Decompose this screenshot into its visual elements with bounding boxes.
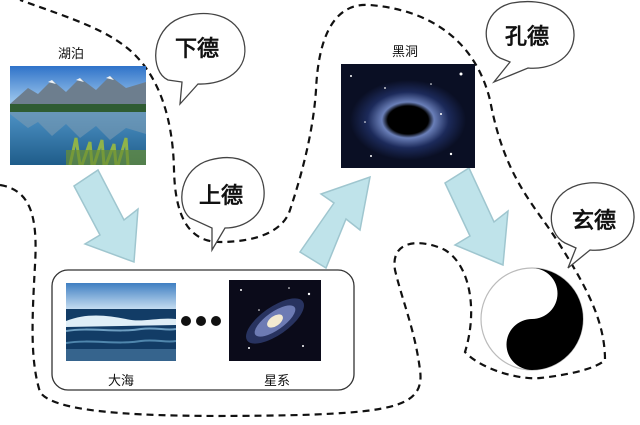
arrow-galaxy-to-blackhole (298, 175, 371, 270)
bubble-shangde-shape (181, 156, 265, 253)
arrow-lake-to-ocean (73, 168, 139, 264)
bubble-kongde-text: 孔德 (505, 25, 550, 50)
blackhole-photo (341, 64, 475, 168)
ocean-photo (66, 283, 176, 361)
dashed-boundary-path (0, 0, 607, 418)
bubble-xuande-shape (550, 182, 635, 269)
bubble-xuande-text: 玄德 (572, 209, 617, 234)
arrow-blackhole-to-yinyang (444, 166, 509, 267)
ellipsis-dot (196, 316, 206, 326)
bubble-kongde-shape (485, 0, 575, 84)
bubble-xiade-shape (155, 12, 246, 106)
blackhole-label: 黑洞 (392, 45, 419, 60)
galaxy-label: 星系 (264, 374, 291, 389)
ocean-label: 大海 (108, 374, 135, 389)
galaxy-photo (229, 280, 321, 361)
lake-photo (10, 66, 146, 165)
ellipsis-dot (181, 316, 191, 326)
ellipsis-dot (211, 316, 221, 326)
bubble-shangde-text: 上德 (199, 184, 244, 209)
yin-yang-icon (480, 267, 584, 371)
lake-label: 湖泊 (58, 47, 85, 62)
bubble-xiade-text: 下德 (175, 37, 220, 62)
